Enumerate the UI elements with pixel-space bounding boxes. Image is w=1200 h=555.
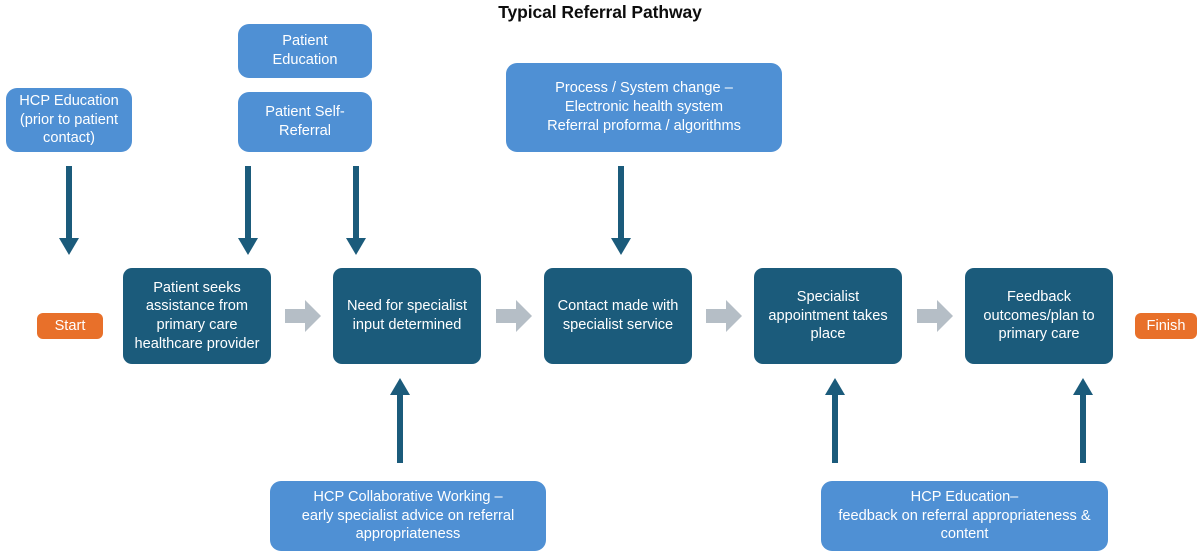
arrow-right-icon-3 (706, 300, 742, 332)
node-feedback-outcomes[interactable]: Feedback outcomes/plan to primary care (965, 268, 1113, 364)
node-hcp-education-prior[interactable]: HCP Education (prior to patient contact) (6, 88, 132, 152)
node-hcp-collaborative-working[interactable]: HCP Collaborative Working – early specia… (270, 481, 546, 551)
terminal-start[interactable]: Start (37, 313, 103, 339)
node-hcp-education-feedback[interactable]: HCP Education– feedback on referral appr… (821, 481, 1108, 551)
arrow-right-icon-2 (496, 300, 532, 332)
node-need-for-specialist-input[interactable]: Need for specialist input determined (333, 268, 481, 364)
node-patient-education[interactable]: Patient Education (238, 24, 372, 78)
node-contact-made-with-specialist[interactable]: Contact made with specialist service (544, 268, 692, 364)
arrow-right-icon-1 (285, 300, 321, 332)
node-patient-self-referral[interactable]: Patient Self- Referral (238, 92, 372, 152)
arrow-right-icon-4 (917, 300, 953, 332)
node-patient-seeks-assistance[interactable]: Patient seeks assistance from primary ca… (123, 268, 271, 364)
node-process-system-change[interactable]: Process / System change – Electronic hea… (506, 63, 782, 152)
page-title: Typical Referral Pathway (498, 2, 702, 22)
terminal-finish[interactable]: Finish (1135, 313, 1197, 339)
node-specialist-appointment[interactable]: Specialist appointment takes place (754, 268, 902, 364)
